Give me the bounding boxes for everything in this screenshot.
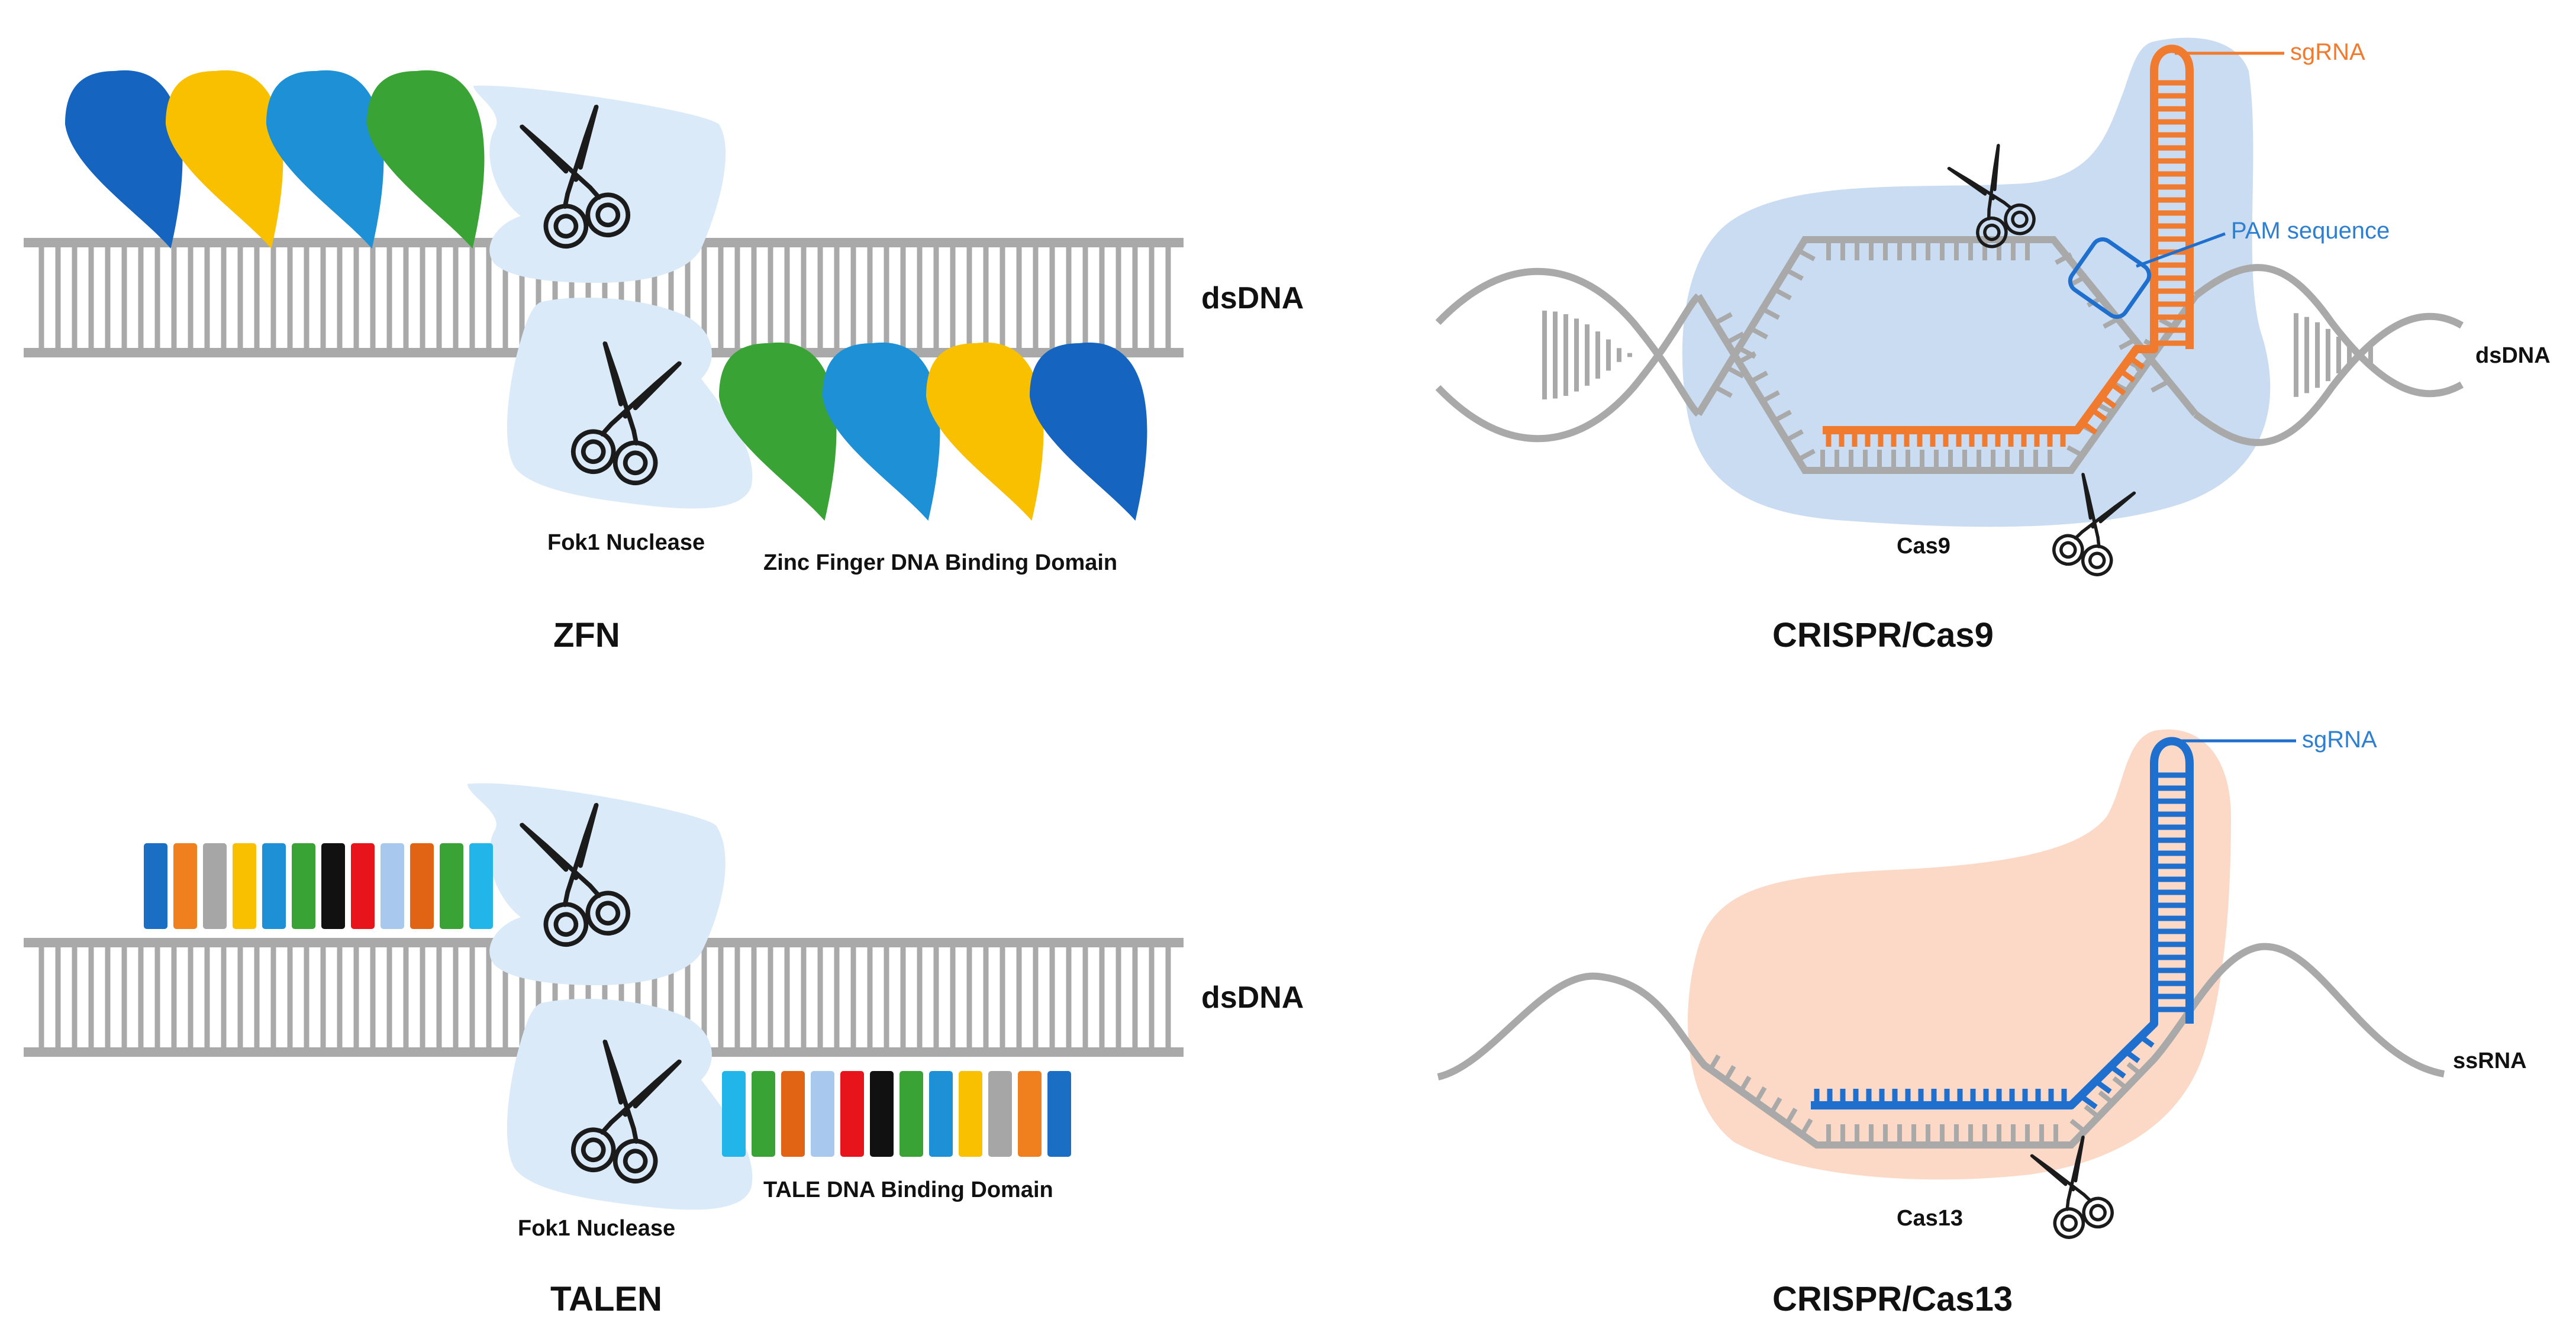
zinc-finger bbox=[367, 70, 485, 249]
tale-repeat bbox=[752, 1071, 775, 1157]
cas13-protein-label: Cas13 bbox=[1897, 1206, 1963, 1231]
zfn-fok1-nuclease-bottom bbox=[507, 297, 753, 509]
zinc-finger bbox=[823, 342, 940, 521]
tale-repeat bbox=[1018, 1071, 1042, 1157]
zinc-finger bbox=[266, 70, 384, 249]
tale-repeat bbox=[144, 843, 167, 929]
tale-repeat bbox=[929, 1071, 953, 1157]
cas13-panel bbox=[1437, 729, 2445, 1241]
talen-dsdna-label: dsDNA bbox=[1201, 980, 1304, 1015]
tale-repeat bbox=[722, 1071, 746, 1157]
talen-binding-domain-label: TALE DNA Binding Domain bbox=[763, 1178, 1053, 1202]
zfn-fok1-nuclease-top bbox=[473, 85, 726, 283]
tale-repeat bbox=[899, 1071, 923, 1157]
tale-repeat bbox=[959, 1071, 982, 1157]
tale-domain-top bbox=[144, 843, 493, 929]
talen-title: TALEN bbox=[550, 1280, 663, 1318]
zinc-finger bbox=[1030, 342, 1147, 521]
cas9-sgrna bbox=[1823, 44, 2284, 447]
zfn-title: ZFN bbox=[553, 616, 620, 654]
cas9-protein bbox=[1682, 37, 2271, 527]
tale-repeat bbox=[988, 1071, 1012, 1157]
talen-fok1-nuclease-top bbox=[468, 783, 726, 985]
pam-sequence-box bbox=[2068, 232, 2226, 319]
tale-domain-bottom bbox=[722, 1071, 1071, 1157]
cas13-sgrna bbox=[1811, 737, 2296, 1109]
tale-repeat bbox=[469, 843, 493, 929]
tale-repeat bbox=[870, 1071, 894, 1157]
tale-repeat bbox=[262, 843, 286, 929]
tale-repeat bbox=[351, 843, 375, 929]
zinc-finger bbox=[719, 342, 837, 521]
cas13-title: CRISPR/Cas13 bbox=[1772, 1280, 2013, 1318]
tale-repeat bbox=[173, 843, 197, 929]
cas13-ssrna bbox=[1437, 943, 2445, 1149]
tale-repeat bbox=[321, 843, 345, 929]
tale-repeat bbox=[781, 1071, 805, 1157]
zfn-dsdna bbox=[24, 238, 1184, 357]
talen-panel bbox=[24, 783, 1184, 1210]
cas9-panel bbox=[1435, 37, 2464, 579]
cas13-ssrna-label: ssRNA bbox=[2453, 1049, 2527, 1073]
tale-repeat bbox=[233, 843, 256, 929]
zinc-finger-domain-bottom bbox=[719, 342, 1147, 521]
zinc-finger-domain-top bbox=[65, 70, 485, 249]
tale-repeat bbox=[811, 1071, 834, 1157]
tale-repeat bbox=[381, 843, 404, 929]
cas9-sgrna-label: sgRNA bbox=[2290, 39, 2365, 65]
cas9-title: CRISPR/Cas9 bbox=[1772, 616, 1994, 654]
tale-repeat bbox=[840, 1071, 864, 1157]
cas9-dsdna-label: dsDNA bbox=[2475, 343, 2551, 368]
cas9-dsdna bbox=[1435, 236, 2464, 474]
pam-sequence-label: PAM sequence bbox=[2231, 218, 2390, 244]
tale-repeat bbox=[410, 843, 434, 929]
zfn-panel bbox=[24, 70, 1184, 521]
cas13-sgrna-label: sgRNA bbox=[2302, 727, 2377, 753]
cas13-protein bbox=[1688, 729, 2231, 1180]
tale-repeat bbox=[203, 843, 227, 929]
zinc-finger bbox=[926, 342, 1044, 521]
talen-nuclease-label: Fok1 Nuclease bbox=[518, 1216, 676, 1241]
zinc-finger bbox=[166, 70, 283, 249]
tale-repeat bbox=[440, 843, 463, 929]
zinc-finger bbox=[65, 70, 183, 249]
zfn-dsdna-label: dsDNA bbox=[1201, 281, 1304, 315]
cas9-protein-label: Cas9 bbox=[1897, 534, 1950, 559]
tale-repeat bbox=[1047, 1071, 1071, 1157]
talen-dsdna bbox=[24, 938, 1184, 1057]
zfn-nuclease-label: Fok1 Nuclease bbox=[547, 530, 705, 555]
zfn-binding-domain-label: Zinc Finger DNA Binding Domain bbox=[763, 550, 1118, 575]
tale-repeat bbox=[292, 843, 315, 929]
